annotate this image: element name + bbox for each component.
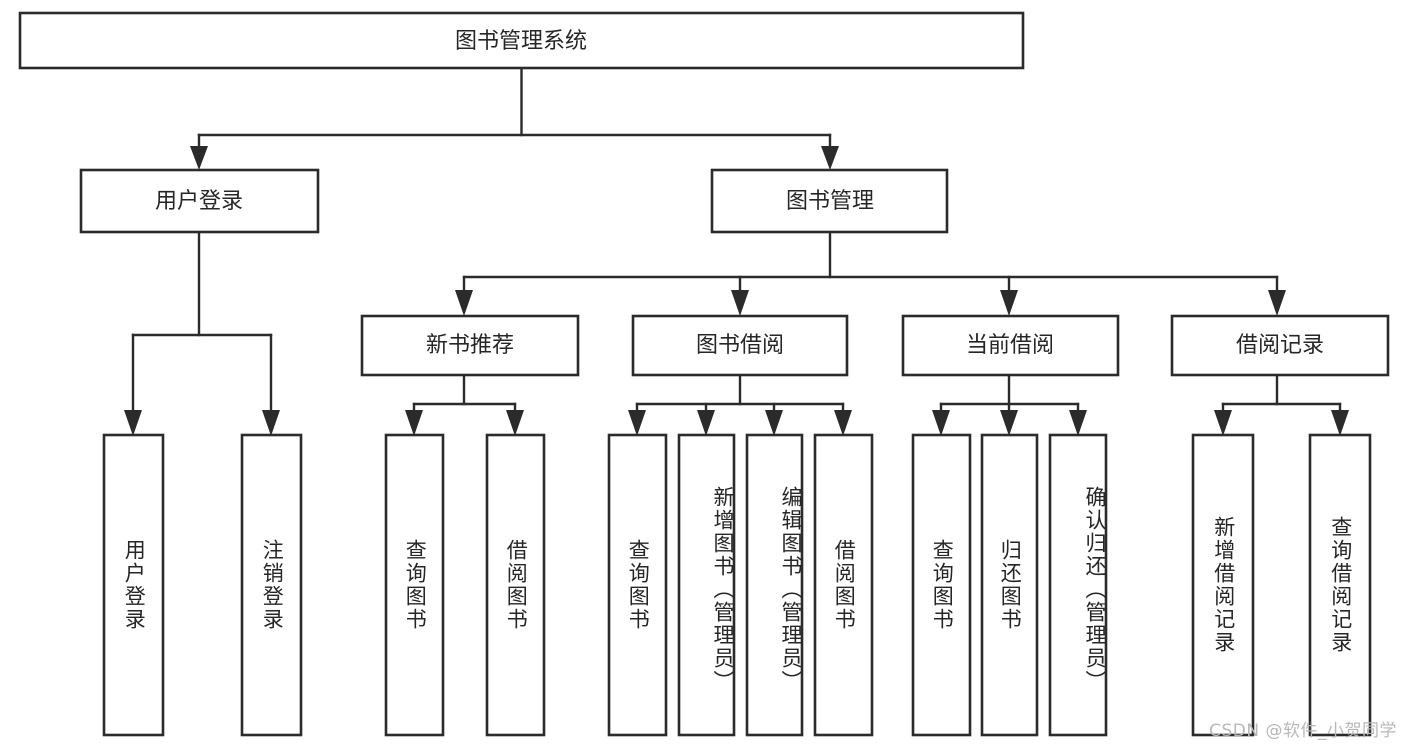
arrow-head-bb-leaf-1 xyxy=(628,410,646,436)
arrow-head-book-borrow xyxy=(731,290,749,316)
node-box-leaf-10[interactable] xyxy=(1048,433,1108,737)
arrow-head-br-leaf-2 xyxy=(1331,410,1349,436)
node-box-current-borrow[interactable] xyxy=(901,314,1120,377)
node-box-leaf-5[interactable] xyxy=(677,433,736,737)
arrow-head-leaf-user-login xyxy=(124,410,142,436)
node-box-leaf-8[interactable] xyxy=(911,433,972,737)
node-box-user-login[interactable] xyxy=(79,168,320,234)
connector-layer xyxy=(124,66,1349,436)
node-box-leaf-2[interactable] xyxy=(384,433,445,737)
arrow-head-br-leaf-1 xyxy=(1214,410,1232,436)
node-box-leaf-0[interactable] xyxy=(102,433,165,737)
arrow-head-new-book-rec xyxy=(455,290,473,316)
node-label-new-book-rec: 新书推荐 xyxy=(426,333,514,358)
arrow-head-current-borrow xyxy=(1000,290,1018,316)
node-box-borrow-record[interactable] xyxy=(1170,314,1390,377)
arrow-head-cb-leaf-1 xyxy=(932,410,950,436)
arrow-head-nbr-leaf-1 xyxy=(405,410,423,436)
node-box-new-book-rec[interactable] xyxy=(360,314,580,377)
node-box-root[interactable] xyxy=(18,11,1025,70)
node-layer: 图书管理系统 用户登录 图书管理 新书推荐 图书借阅 当前借阅 借阅记录 xyxy=(18,11,1390,737)
node-label-user-login: 用户登录 xyxy=(155,189,243,214)
arrow-head-cb-leaf-3 xyxy=(1069,410,1087,436)
node-box-leaf-3[interactable] xyxy=(485,433,546,737)
arrow-head-book-manage xyxy=(821,146,839,170)
arrow-head-bb-leaf-3 xyxy=(765,410,783,436)
node-label-root: 图书管理系统 xyxy=(455,29,587,54)
node-box-leaf-12[interactable] xyxy=(1308,433,1372,737)
arrow-head-bb-leaf-4 xyxy=(834,410,852,436)
arrow-head-borrow-record xyxy=(1268,290,1286,316)
node-box-leaf-9[interactable] xyxy=(980,433,1039,737)
arrow-head-leaf-logout xyxy=(262,410,280,436)
node-box-leaf-11[interactable] xyxy=(1191,433,1255,737)
node-box-book-borrow[interactable] xyxy=(631,314,849,377)
arrow-head-cb-leaf-2 xyxy=(1000,410,1018,436)
node-box-leaf-6[interactable] xyxy=(745,433,804,737)
csdn-watermark: CSDN @软件_小贺同学 xyxy=(1209,721,1397,741)
node-box-leaf-4[interactable] xyxy=(607,433,668,737)
node-label-book-borrow: 图书借阅 xyxy=(696,333,784,358)
node-label-borrow-record: 借阅记录 xyxy=(1236,333,1324,358)
node-box-leaf-1[interactable] xyxy=(240,433,303,737)
node-label-book-manage: 图书管理 xyxy=(786,189,874,214)
node-box-book-manage[interactable] xyxy=(710,168,949,234)
node-label-current-borrow: 当前借阅 xyxy=(966,333,1054,358)
arrow-head-user-login xyxy=(190,146,208,170)
arrow-head-nbr-leaf-2 xyxy=(506,410,524,436)
arrow-head-bb-leaf-2 xyxy=(697,410,715,436)
node-box-leaf-7[interactable] xyxy=(813,433,874,737)
